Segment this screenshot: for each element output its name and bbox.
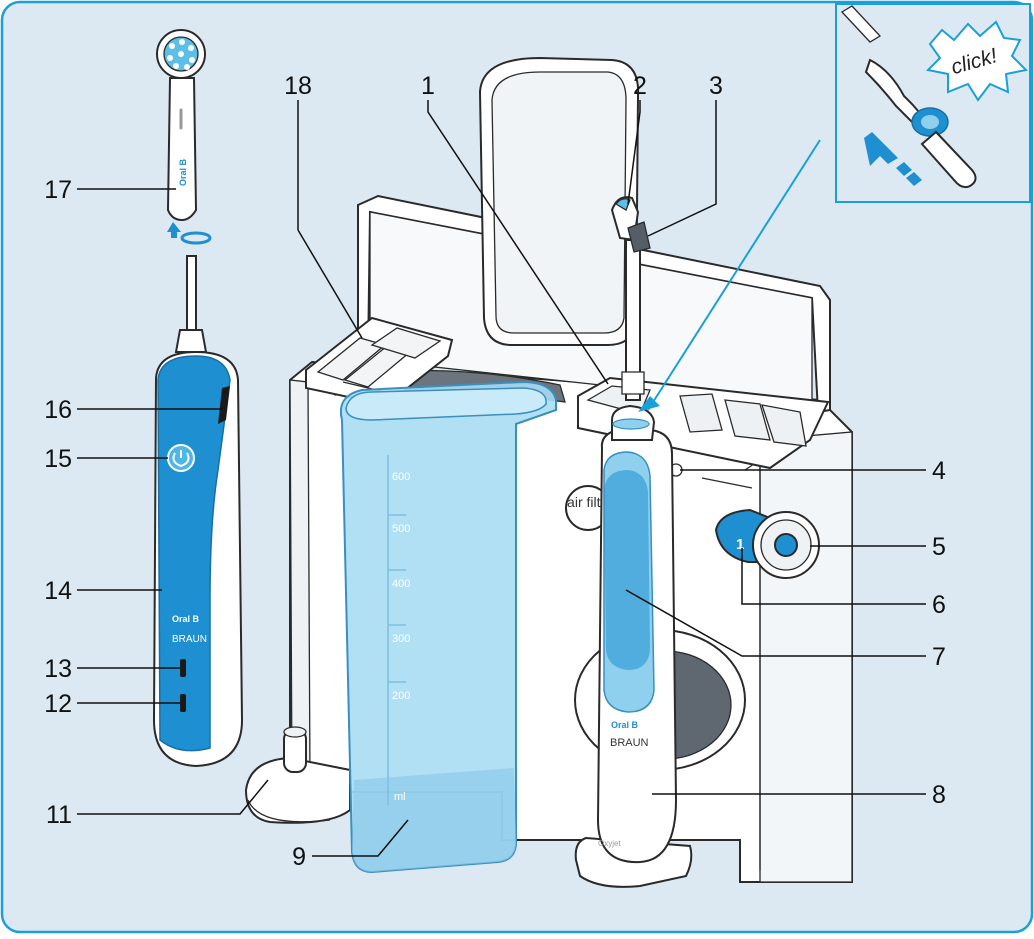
label-12: 12: [44, 690, 72, 718]
handle-brand: Oral B: [611, 720, 639, 730]
power-icon: [172, 450, 190, 468]
label-14: 14: [44, 577, 72, 605]
label-16: 16: [44, 396, 72, 424]
handle-maker: BRAUN: [610, 737, 649, 749]
label-11: 11: [46, 801, 72, 829]
station-right-side: [759, 431, 853, 883]
scale-mark-400: 400: [392, 578, 410, 590]
scale-mark-500: 500: [392, 523, 410, 535]
insert-arrow-icon: [638, 396, 660, 412]
brush-head: Oral B: [156, 29, 206, 222]
push-arrow-icon: [864, 132, 898, 166]
charge-indicator: [180, 659, 186, 677]
click-burst-icon: [925, 20, 1029, 102]
power-indicator: [218, 386, 230, 424]
electric-toothbrush: Oral B Oral B BRAUN: [152, 29, 244, 768]
label-2: 2: [633, 72, 647, 100]
nozzle-inset: click!: [835, 3, 1031, 203]
tank-water: [352, 768, 516, 872]
nozzle-ring: [612, 418, 650, 430]
toothbrush-charger: [244, 726, 351, 824]
water-tank: 600 500 400 300 200 ml: [340, 380, 557, 874]
label-4: 4: [932, 457, 946, 485]
label-9: 9: [292, 843, 306, 871]
inset-guide-line: [647, 139, 821, 411]
scale-mark-300: 300: [392, 633, 410, 645]
scale-mark-600: 600: [392, 471, 410, 483]
tank-scale: 600 500 400 300 200 ml: [387, 455, 410, 805]
irrigator-handle: Oral B BRAUN Oxyjet: [574, 196, 693, 888]
scale-unit: ml: [394, 791, 406, 803]
brush-head-brand: Oral B: [178, 158, 188, 186]
attach-arrow-icon: [167, 222, 181, 238]
toothbrush-maker: BRAUN: [172, 634, 207, 645]
handle-button: [604, 470, 650, 670]
label-18: 18: [284, 72, 312, 100]
color-ring: [180, 231, 212, 245]
callout-numbers: 1 2 3 18 17 16 15 14 13 12 11 9 4 5 6 7 …: [44, 72, 946, 871]
label-17: 17: [44, 176, 72, 204]
toothbrush-brand: Oral B: [172, 614, 200, 624]
dial-center-button: [774, 533, 798, 557]
label-8: 8: [932, 781, 946, 809]
label-1: 1: [421, 72, 435, 100]
label-5: 5: [932, 533, 946, 561]
handle-model: Oxyjet: [598, 839, 621, 848]
left-storage-compartment: [305, 316, 454, 407]
pressure-dial: 1: [714, 508, 820, 579]
label-3: 3: [709, 72, 723, 100]
drive-shaft: [186, 255, 197, 331]
label-7: 7: [932, 643, 946, 671]
inset-connector: [920, 130, 977, 189]
low-battery-indicator: [180, 694, 186, 712]
label-6: 6: [932, 591, 946, 619]
mirror-glass: [491, 71, 627, 334]
dial-setting-label: 1: [736, 536, 744, 553]
scale-mark-200: 200: [392, 690, 410, 702]
station-left-side: [289, 379, 311, 787]
leader-lines: [77, 100, 926, 857]
nozzle-clip: [627, 221, 651, 253]
label-13: 13: [44, 655, 72, 683]
label-15: 15: [44, 445, 72, 473]
tank-rim: [345, 387, 547, 421]
